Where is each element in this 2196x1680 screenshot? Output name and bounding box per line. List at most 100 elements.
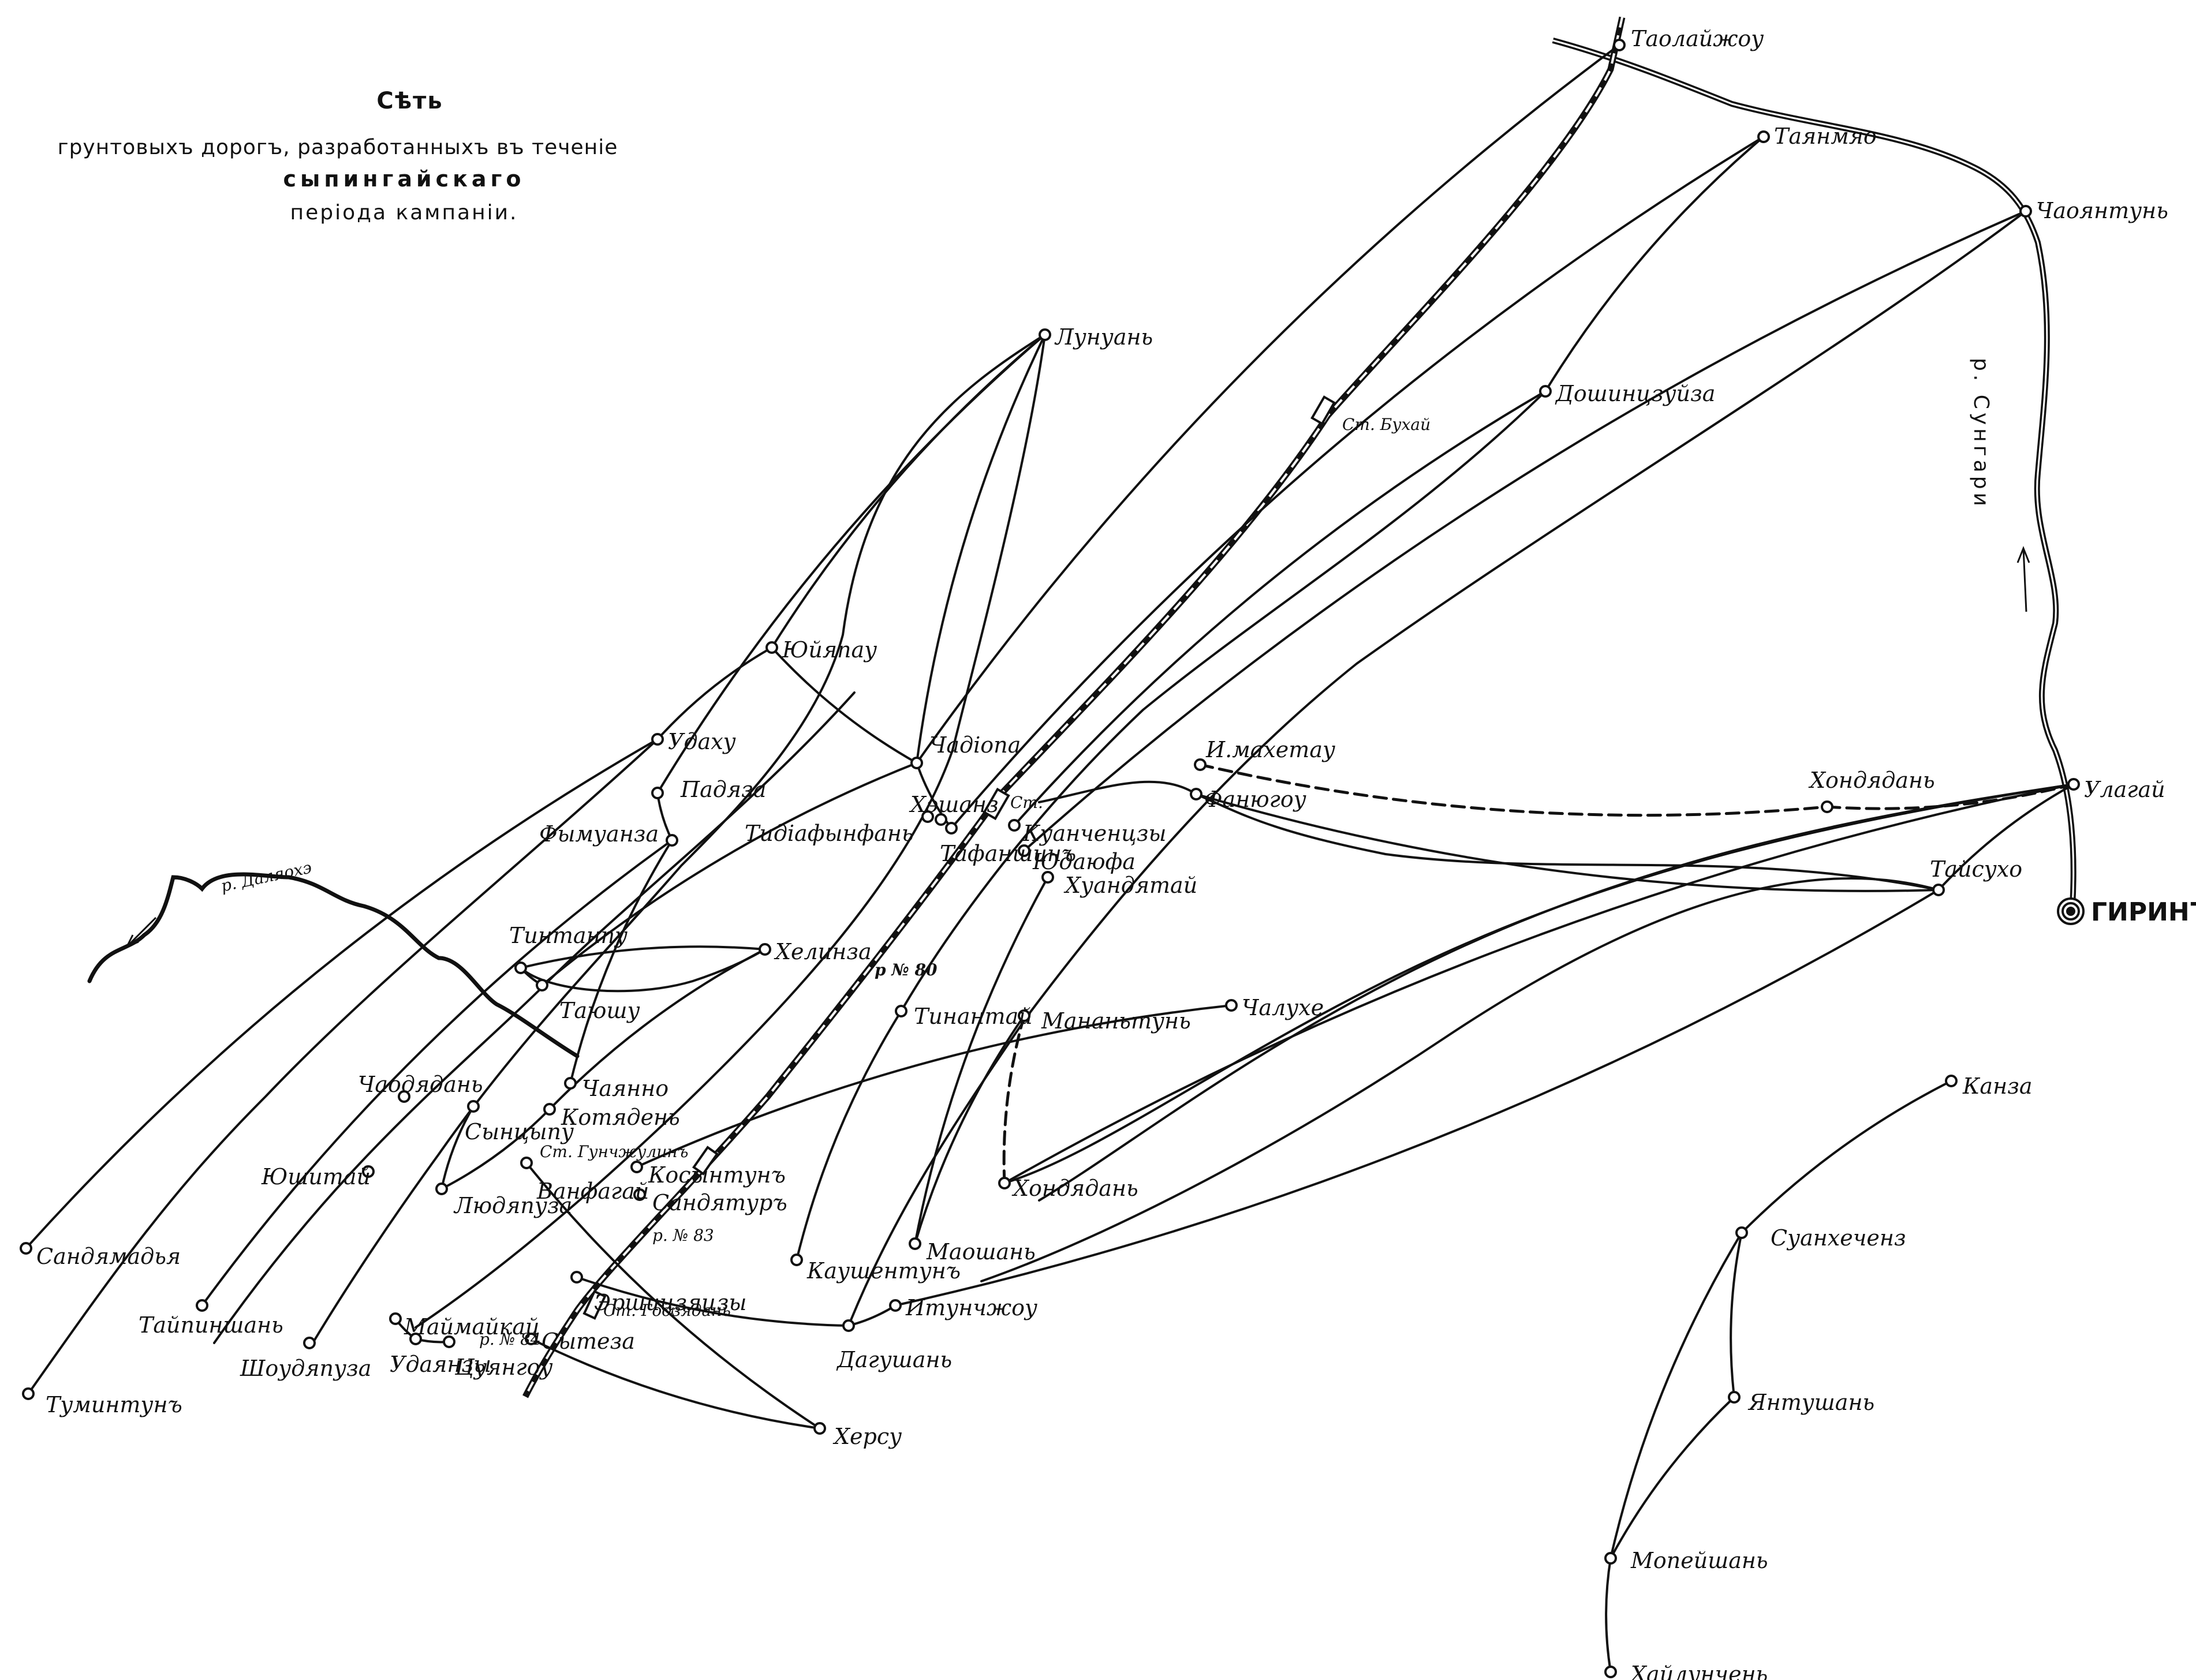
extra-roads-layer [27, 210, 2075, 1395]
road-chadiopa-fanyugou [1038, 780, 1940, 891]
road-parallel-1 [311, 334, 1046, 1346]
map-subtitle-line-3: періода кампаніи. [290, 201, 518, 225]
railway-line-inner [524, 17, 1623, 1397]
place-marker-sandyamadya [20, 1242, 32, 1255]
place-label-hondyadan_s: Хондядань [1011, 1176, 1138, 1201]
place-marker-ulagai [2067, 778, 2080, 791]
road-chaoyantun-yudayufa [1023, 210, 2027, 852]
place-marker-lunuan [1039, 328, 1051, 341]
place-label-syteza: Сытеза [541, 1329, 635, 1354]
road-yantushan-mopeishan [1609, 1396, 1735, 1559]
place-marker-chaluhe [1225, 999, 1238, 1012]
place-marker-maoshan [909, 1237, 921, 1250]
place-label-yantushan: Янтушань [1747, 1390, 1874, 1415]
station-godzyadan-icon [582, 1290, 607, 1320]
place-label-tayanmyao: Таянмяо [1774, 124, 1877, 149]
road-chaluhe-kosyntun [636, 1004, 1233, 1168]
place-marker-shoudyapuza [303, 1337, 316, 1349]
place-label-mopeishan: Мопейшань [1630, 1548, 1768, 1573]
place-label-mananytun: Мананьтунь [1041, 1008, 1191, 1034]
place-label-czuyangou: Цуянгоу [454, 1355, 553, 1380]
place-marker-yudayufa [1018, 844, 1030, 857]
bridge-label-80: р № 80 [875, 960, 938, 979]
place-label-tumyntun: Туминтунъ [46, 1392, 182, 1417]
place-label-kaushentun: Каушентунъ [806, 1258, 961, 1284]
road-lunuan-padyaza [656, 334, 1046, 794]
labels-layer: ТаолайжоуТаянмяоЧаоянтуньДошинцзуйзаЛуну… [36, 26, 2196, 1680]
places-layer [20, 39, 2085, 1678]
place-marker-kuanchenczy [1008, 819, 1021, 832]
place-marker-sandyatur [633, 1188, 646, 1201]
place-marker-hersu [813, 1422, 826, 1435]
place-label-tafanshin: Тафаншинъ [940, 841, 1076, 866]
place-label-suanhechen: Суанхеченз [1771, 1225, 1906, 1251]
place-marker-hondyadan_s [998, 1177, 1011, 1189]
place-marker-kosyntun [630, 1161, 643, 1173]
place-marker-tayushu [536, 979, 548, 991]
road-fanyugou-taysuho [1195, 793, 1940, 892]
place-marker-padyaza [651, 787, 664, 799]
road-doshinczuyza-kuanchenczy [1013, 390, 1547, 826]
place-marker-hailunchen [1604, 1666, 1617, 1678]
place-label-vanfagai: Ванфагай [536, 1178, 649, 1204]
road-parallel-6 [1003, 783, 2075, 1184]
place-marker-yuyapau [765, 641, 778, 654]
place-marker-tinantai [895, 1005, 907, 1017]
road-parallel-7 [1038, 783, 2075, 1202]
road-kanza-suanhechen [1741, 1080, 1952, 1234]
road-syteza-hersu [530, 1338, 821, 1430]
place-marker-taipinshan [196, 1299, 208, 1312]
place-label-hailunchen: Хайлунчень [1629, 1662, 1768, 1680]
place-label-chaluhe: Чалухе [1242, 995, 1324, 1020]
city-label-girin: ГИРИНЪ [2091, 897, 2196, 927]
road-tayanmyao-tafanshin [950, 136, 1765, 829]
place-label-lunuan: Лунуань [1054, 324, 1153, 350]
place-label-fymuanza: Фымуанза [539, 821, 659, 847]
road-parallel-4 [847, 210, 2027, 1327]
place-marker-taolaizhou [1613, 39, 1626, 51]
place-marker-udahu [651, 733, 664, 746]
place-marker-vanfagai [520, 1157, 533, 1169]
city-marker-ring [2066, 907, 2075, 916]
place-marker-hondyadan_n [1821, 800, 1833, 813]
place-marker-tafanshin [945, 822, 958, 835]
river-sungari-inner [1552, 39, 2075, 907]
river-flow-arrow-dalyaohe [125, 916, 157, 948]
place-marker-tumyntun [22, 1387, 35, 1400]
station-st-icon [983, 787, 1010, 821]
place-marker-fymuanza [666, 834, 678, 847]
place-label-kuanchenczy: Куанченцзы [1022, 821, 1166, 846]
place-marker-kanza [1945, 1075, 1958, 1087]
place-label-maimaikai: Маймайкай [404, 1314, 540, 1339]
road-lunuan-chadiopa [916, 334, 1046, 764]
river-label-dalyaohe: р. Даляохэ [219, 858, 313, 896]
place-marker-yantushan [1728, 1391, 1741, 1404]
road-udahu-sandyamadya [25, 738, 659, 1249]
place-marker-chaodyadan [398, 1090, 410, 1103]
road-parallel-3 [27, 738, 659, 1395]
bridge-label-84: р. № 84 [479, 1330, 541, 1349]
place-label-imahetau: И.махетау [1205, 737, 1335, 762]
place-label-tayushu: Таюшу [559, 998, 640, 1023]
road-yuyapau-udahu [656, 646, 773, 740]
place-label-sandyamadya: Сандямадья [36, 1244, 181, 1269]
place-label-kanza: Канза [1962, 1073, 2032, 1099]
place-label-ershiczyaczy: Эршицзяцзы [594, 1290, 746, 1315]
river-flow-arrow-sungari [2016, 545, 2030, 612]
place-label-taolaizhou: Таолайжоу [1631, 26, 1764, 51]
road-itunchzhou-taysuho [894, 889, 1940, 1307]
place-label-heshan: Хэшанз [909, 792, 999, 817]
place-marker-huandyatai [1041, 871, 1054, 884]
road-ulagai-hondyadan_s [1003, 783, 2075, 1184]
road-vanfagai-hersu [525, 1162, 821, 1430]
place-marker-dagushan [842, 1319, 855, 1332]
place-marker-itunchzhou [889, 1299, 902, 1312]
road-suanhechen-mopeishan [1609, 1232, 1743, 1559]
place-label-helinza: Хелинза [774, 939, 872, 964]
railway-layer [522, 16, 1626, 1398]
place-marker-lyudyapuza [435, 1183, 448, 1195]
place-marker-chaoyantun [2019, 205, 2032, 218]
station-bukhai-icon [1310, 395, 1336, 425]
place-label-taysuho: Тайсухо [1930, 856, 2022, 882]
